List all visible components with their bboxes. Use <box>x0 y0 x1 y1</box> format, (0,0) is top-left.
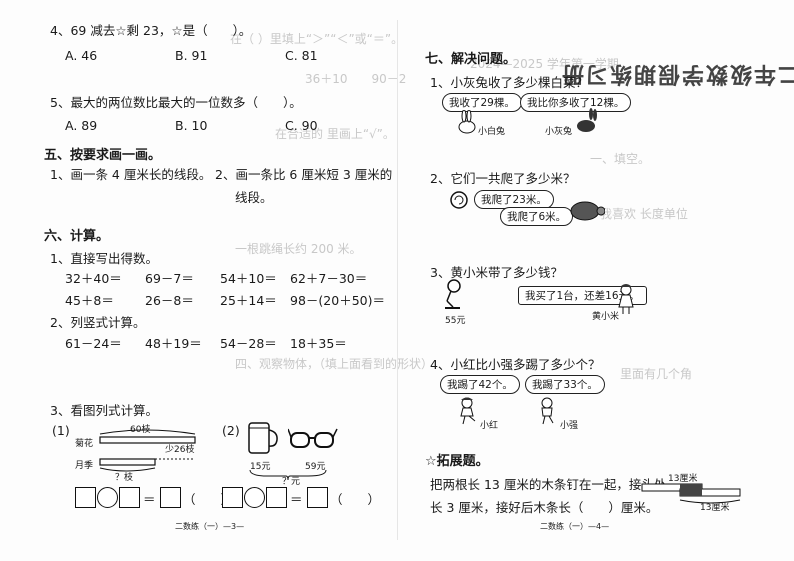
answer-box[interactable] <box>307 487 328 508</box>
page-gutter <box>397 20 398 540</box>
q5-option-a: A. 89 <box>65 118 98 133</box>
answer-box[interactable] <box>75 487 96 508</box>
lamp-price: 55元 <box>445 316 466 326</box>
draw-task-2: 2、画一条比 6 厘米短 3 厘米的 <box>215 167 393 182</box>
calc-item: 54＋10＝ <box>220 271 277 286</box>
section-6-heading: 六、计算。 <box>44 229 110 244</box>
figure-2-number: (2) <box>222 423 240 438</box>
speech-bubble: 我收了29棵。 <box>442 93 522 112</box>
calc-2-heading: 2、列竖式计算。 <box>50 315 146 330</box>
answer-box[interactable] <box>119 487 140 508</box>
mug-icon <box>248 422 278 454</box>
calc-1-heading: 1、直接写出得数。 <box>50 251 158 266</box>
q4-option-a: A. 46 <box>65 48 98 63</box>
calc-item: 69－7＝ <box>145 271 194 286</box>
draw-task-1: 1、画一条 4 厘米长的线段。 <box>50 167 212 182</box>
child-name: 小强 <box>560 421 579 431</box>
unit-bracket[interactable]: （ ） <box>183 492 234 507</box>
vertical-calc-item: 54－28＝ <box>220 336 277 351</box>
problem-1: 1、小灰兔收了多少棵白菜？ <box>430 75 588 90</box>
problem-2: 2、它们一共爬了多少米？ <box>430 171 576 186</box>
calc-item: 62＋7－30＝ <box>290 271 368 286</box>
rabbit-name: 小白兔 <box>478 127 506 137</box>
calc-item: 26－8＝ <box>145 293 194 308</box>
girl-kicking-icon <box>460 397 476 425</box>
equals-sign: ＝ <box>290 492 303 507</box>
rabbit-name: 小灰兔 <box>545 127 573 137</box>
calc-item: 98－(20＋50)＝ <box>290 293 385 308</box>
operator-circle[interactable] <box>97 487 118 508</box>
figure-1-unknown: ？枝 <box>115 473 134 483</box>
q5-option-b: B. 10 <box>175 118 208 133</box>
bleed-text: 2024—2025 学年第一学期 <box>470 57 619 71</box>
q5-option-c: C. 90 <box>285 118 318 133</box>
figure-2-unknown: ？元 <box>282 477 301 487</box>
mirrored-title: 二年级数学假期练习册 <box>560 61 794 86</box>
desk-lamp-icon <box>445 279 461 309</box>
snail-icon <box>450 191 468 209</box>
problem-3: 3、黄小米带了多少钱？ <box>430 265 563 280</box>
draw-task-2-cont: 线段。 <box>235 190 273 205</box>
figure-1-label-2: 月季 <box>75 461 94 471</box>
vertical-calc-item: 18＋35＝ <box>290 336 347 351</box>
speech-bubble: 我踢了42个。 <box>440 375 520 394</box>
child-name: 小红 <box>480 421 499 431</box>
section-7-heading: 七、解决问题。 <box>425 52 517 67</box>
question-4: 4、69 减去☆剩 23，☆是（ ）。 <box>50 23 252 38</box>
total-brace <box>249 469 327 481</box>
vertical-calc-item: 61－24＝ <box>65 336 122 351</box>
extension-heading: ☆拓展题。 <box>425 454 489 469</box>
bleed-text: 36＋10 90－2 <box>305 72 407 86</box>
problem-4: 4、小红比小强多踢了多少个？ <box>430 357 601 372</box>
bleed-text: 在合适的 里画上“√”。 <box>275 127 395 141</box>
bleed-text: 一、填空。 <box>590 152 651 166</box>
operator-circle[interactable] <box>244 487 265 508</box>
left-page-footer: 二数练（一）—3— <box>175 522 245 531</box>
vertical-calc-item: 48＋19＝ <box>145 336 202 351</box>
white-rabbit-icon <box>458 110 476 134</box>
bleed-text: 在（ ）里填上“＞”“＜”或“＝”。 <box>230 32 404 46</box>
calc-item: 45＋8＝ <box>65 293 114 308</box>
plank-length-label: 13厘米 <box>668 474 698 484</box>
answer-box[interactable] <box>160 487 181 508</box>
girl-icon <box>618 284 634 314</box>
segment-diagram <box>99 429 196 472</box>
planks-diagram <box>641 483 741 504</box>
boy-kicking-icon <box>541 397 554 425</box>
extension-text-1: 把两根长 13 厘米的木条钉在一起，接头处 <box>430 477 667 492</box>
unit-bracket[interactable]: （ ） <box>330 492 381 507</box>
bleed-text: 四、观察物体，（填上面看到的形状） <box>235 357 434 371</box>
girl-name: 黄小米 <box>592 312 620 322</box>
mug-price: 15元 <box>250 462 271 472</box>
speech-bubble: 我比你多收了12棵。 <box>520 93 632 112</box>
answer-box[interactable] <box>222 487 243 508</box>
q4-option-b: B. 91 <box>175 48 208 63</box>
plank-length-label: 13厘米 <box>700 503 730 513</box>
bleed-text: 我喜欢 长度单位 <box>600 207 688 221</box>
speech-bubble: 我踢了33个。 <box>525 375 605 394</box>
speech-bubble: 我买了1台，还差16元。 <box>518 286 647 305</box>
figure-1-difference: 少26枝 <box>165 445 195 455</box>
figure-1-label-1: 菊花 <box>75 439 94 449</box>
grey-rabbit-icon <box>577 108 597 132</box>
speech-bubble: 我爬了6米。 <box>500 207 574 226</box>
extension-text-2: 长 3 厘米，接好后木条长（ ）厘米。 <box>430 500 659 515</box>
bleed-text: 里面有几个角 <box>620 367 693 381</box>
answer-box[interactable] <box>266 487 287 508</box>
calc-item: 32＋40＝ <box>65 271 122 286</box>
glasses-icon <box>288 428 338 448</box>
turtle-icon <box>570 201 605 221</box>
question-5: 5、最大的两位数比最大的一位数多（ ）。 <box>50 95 302 110</box>
calc-item: 25＋14＝ <box>220 293 277 308</box>
glasses-price: 59元 <box>305 462 326 472</box>
figure-1-number: (1) <box>52 423 70 438</box>
section-5-heading: 五、按要求画一画。 <box>44 148 162 163</box>
calc-3-heading: 3、看图列式计算。 <box>50 403 158 418</box>
equals-sign: ＝ <box>143 492 156 507</box>
q4-option-c: C. 81 <box>285 48 318 63</box>
right-page-footer: 二数练（一）—4— <box>540 522 610 531</box>
bleed-text: 一根跳绳长约 200 米。 <box>235 242 362 256</box>
